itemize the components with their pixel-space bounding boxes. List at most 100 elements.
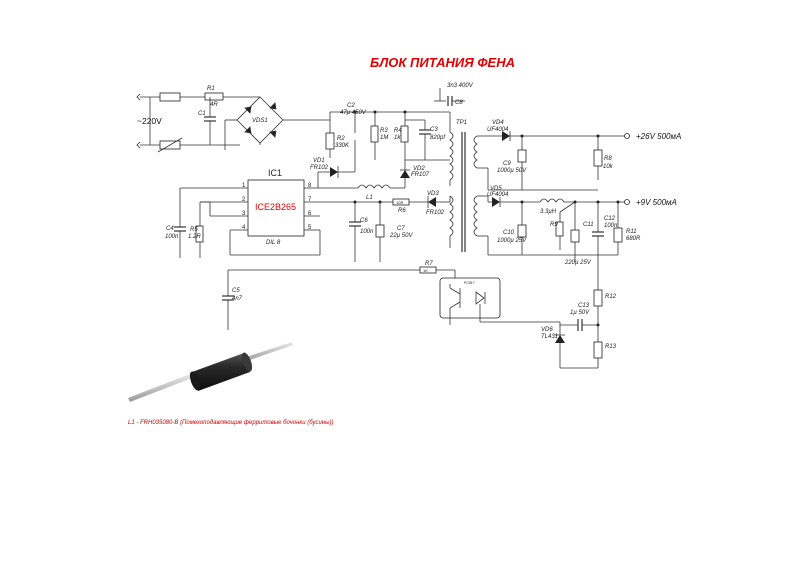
c5-capacitor: C5 4n7 [222,270,243,330]
svg-text:4n7: 4n7 [232,296,243,302]
svg-text:C6: C6 [360,218,368,224]
svg-text:1000µ 25V: 1000µ 25V [497,238,527,244]
svg-text:VD4: VD4 [492,120,504,126]
svg-text:C13: C13 [578,303,590,309]
svg-text:1.2R: 1.2R [188,234,201,240]
svg-text:C12: C12 [604,216,616,222]
svg-text:820pf: 820pf [430,135,446,141]
r7-resistor: 1K R7 [228,261,456,284]
r5-resistor: R5 1.2R [188,202,204,258]
svg-text:1: 1 [242,183,246,189]
svg-text:C3: C3 [430,127,438,133]
output-9v: VD5 UF4004 C10 1000µ 25V 3.3µH +9V 500мА… [487,186,677,266]
mains-input: ~220V [136,92,240,153]
svg-text:VD2: VD2 [413,166,425,172]
optocoupler: PC817 [439,277,501,325]
svg-text:R2: R2 [337,136,345,142]
svg-text:VDS1: VDS1 [252,118,268,124]
transformer-tp1: TP1 [449,112,488,252]
svg-text:220µ 25V: 220µ 25V [564,260,592,266]
c8-capacitor: 3n3 400V C8 [434,83,474,106]
svg-text:C1: C1 [198,111,206,117]
svg-text:PC817: PC817 [464,281,475,285]
svg-text:100n: 100n [165,234,179,240]
svg-text:C4: C4 [166,226,174,232]
svg-text:VD6: VD6 [541,327,553,333]
svg-text:8: 8 [308,183,312,189]
svg-text:DIL 8: DIL 8 [266,240,281,246]
svg-text:1000µ 50V: 1000µ 50V [497,168,527,174]
svg-text:1k: 1k [394,135,401,141]
svg-text:100n: 100n [360,229,374,235]
ferrite-bead-photo [128,342,293,402]
svg-text:VD1: VD1 [313,158,325,164]
svg-text:C7: C7 [397,226,405,232]
output-26v: VD4 UF4004 +26V 500мА C9 1000µ 50V R8 10… [487,120,681,191]
r2-resistor: R2 330K [335,112,356,149]
svg-text:FR102: FR102 [310,165,329,171]
svg-text:3n3 400V: 3n3 400V [447,83,474,89]
svg-text:1K: 1K [423,268,428,273]
svg-text:R7: R7 [425,261,433,267]
l1-inductor: L1 [318,183,406,201]
svg-text:1µ 50V: 1µ 50V [570,310,590,316]
svg-text:R1: R1 [207,86,215,92]
feedback-network: R12 C13 1µ 50V VD6 TL431 R13 [479,255,617,369]
svg-text:UF4004: UF4004 [487,192,509,198]
svg-text:330K: 330K [335,143,350,149]
svg-text:7: 7 [308,197,312,203]
svg-text:TP1: TP1 [456,120,467,126]
svg-text:FR107: FR107 [411,172,430,178]
svg-text:VD3: VD3 [427,191,439,197]
svg-text:3: 3 [242,211,246,217]
svg-text:3.3µH: 3.3µH [540,209,557,215]
svg-text:R3: R3 [380,128,388,134]
r3-resistor: R3 1M [370,112,388,160]
c3-capacitor: C3 820pf [405,119,450,161]
svg-text:680R: 680R [626,236,641,242]
c1-capacitor: C1 [198,97,216,145]
svg-text:R9: R9 [550,222,558,228]
svg-text:10k: 10k [603,164,614,170]
schematic-title: БЛОК ПИТАНИЯ ФЕНА [370,55,515,70]
svg-text:R13: R13 [605,344,617,350]
svg-text:C10: C10 [503,230,515,236]
c2-capacitor: C2 47µ 450V [325,103,367,158]
vcc-network: 10R R6 VD3 FR102 C6 100n C7 22µ 50V [349,191,451,262]
svg-text:R8: R8 [604,156,612,162]
svg-text:C5: C5 [232,288,240,294]
svg-text:100n: 100n [604,223,618,229]
svg-text:C11: C11 [583,222,594,228]
svg-text:UF4004: UF4004 [487,127,509,133]
svg-text:C8: C8 [455,100,463,106]
svg-text:C9: C9 [503,161,511,167]
svg-text:4R: 4R [210,102,218,108]
output-26v-label: +26V 500мА [636,132,681,141]
ferrite-caption: L1 - FRH035080-B (Помехоподавляющие ферр… [128,420,334,426]
svg-text:10R: 10R [396,200,403,205]
svg-text:R11: R11 [626,229,637,235]
svg-text:1M: 1M [380,135,388,141]
vd2-diode: VD2 FR107 [400,160,430,183]
svg-text:R12: R12 [605,294,617,300]
svg-text:L1: L1 [366,195,373,201]
svg-text:R5: R5 [190,227,198,233]
svg-text:R4: R4 [394,128,402,134]
svg-text:FR102: FR102 [426,210,445,216]
svg-text:2: 2 [242,197,246,203]
r1-resistor: R1 4R [204,86,260,108]
output-9v-label: +9V 500мА [636,198,677,207]
svg-text:47µ 450V: 47µ 450V [340,110,367,116]
svg-text:4: 4 [242,225,246,231]
svg-text:22µ 50V: 22µ 50V [389,233,413,239]
svg-text:R6: R6 [398,208,406,214]
input-voltage-label: ~220V [137,116,162,126]
svg-text:5: 5 [308,225,312,231]
fuse [159,92,181,102]
ic-part-number: ICE2B265 [255,202,296,212]
bridge-rectifier-vds1: VDS1 [224,96,330,150]
vd1-diode: VD1 FR102 [310,140,356,188]
ic1-controller: IC1 ICE2B265 DIL 8 1 2 3 4 5 6 7 8 [180,168,350,246]
c4-capacitor: C4 100n [165,188,186,258]
